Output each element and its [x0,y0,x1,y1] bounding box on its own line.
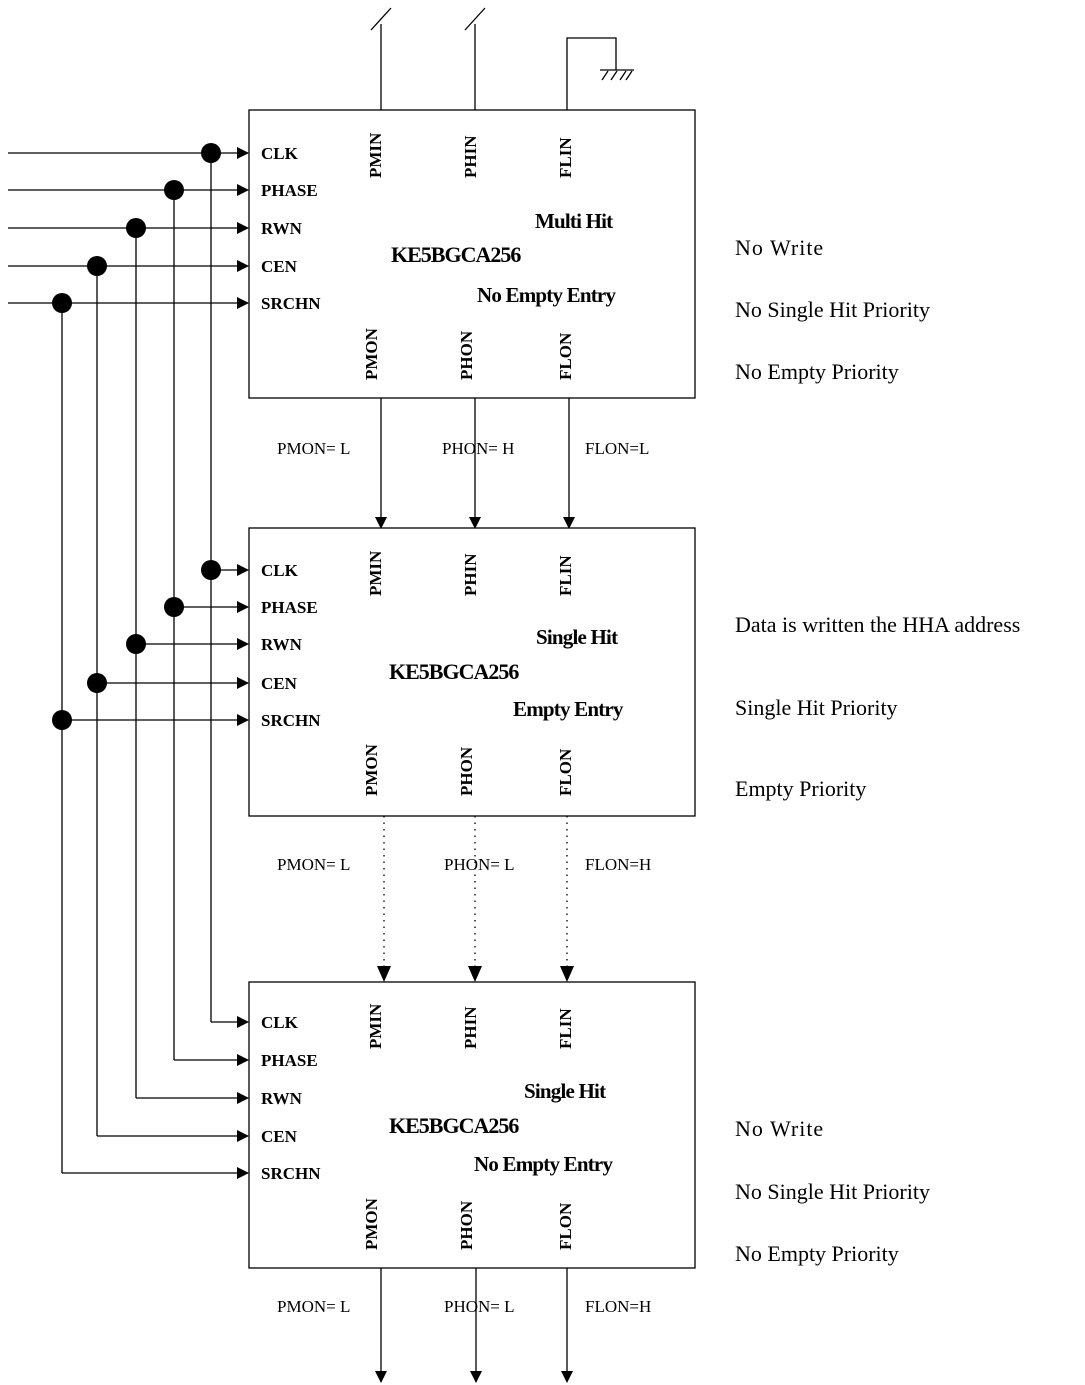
chip-3-box [248,981,696,1269]
signal-phon: PHON= L [444,855,515,874]
junction-dot [126,218,146,238]
junction-dot [52,710,72,730]
pin-pmon: PMON [362,743,381,796]
junction-dots [52,143,221,730]
note: No Write [735,235,824,260]
pin-pmin: PMIN [366,550,385,596]
note: No Empty Priority [735,1241,899,1266]
pin-rwn: RWN [261,219,303,238]
notes: No Write No Single Hit Priority No Empty… [735,235,1020,1266]
hit-status: Single Hit [524,1079,606,1103]
pin-rwn: RWN [261,635,303,654]
pin-phase: PHASE [261,598,318,617]
link-1-2: PMON= L PHON= H FLON=L [277,398,649,529]
pin-rwn: RWN [261,1089,303,1108]
note: No Empty Priority [735,359,899,384]
chip-name: KE5BGCA256 [389,659,519,684]
pin-phin: PHIN [461,553,480,596]
signal-pmon: PMON= L [277,855,350,874]
pin-clk: CLK [261,561,299,580]
pin-cen: CEN [261,257,298,276]
pin-srchn: SRCHN [261,294,321,313]
pin-clk: CLK [261,144,299,163]
pin-phon: PHON [457,1200,476,1250]
pin-pmon: PMON [362,1197,381,1250]
junction-dot [164,597,184,617]
top-inputs [370,7,634,110]
note: No Single Hit Priority [735,1179,930,1204]
pin-flon: FLON [556,332,575,380]
junction-dot [87,673,107,693]
outputs: PMON= L PHON= L FLON=H [277,1268,651,1383]
signal-pmon: PMON= L [277,439,350,458]
signal-flon: FLON=H [585,855,651,874]
chip-name: KE5BGCA256 [389,1113,519,1138]
pin-clk: CLK [261,1013,299,1032]
link-2-3: PMON= L PHON= L FLON=H [277,816,651,982]
pin-flon: FLON [556,748,575,796]
junction-dot [126,634,146,654]
junction-dot [201,560,221,580]
chip-2: CLK PHASE RWN CEN SRCHN PMIN PHIN FLIN P… [248,527,696,817]
note: No Single Hit Priority [735,297,930,322]
pin-pmin: PMIN [366,1003,385,1049]
chip-1: CLK PHASE RWN CEN SRCHN PMIN PHIN FLIN P… [248,109,696,399]
chip-3: CLK PHASE RWN CEN SRCHN PMIN PHIN FLIN P… [248,981,696,1269]
signal-phon: PHON= H [442,439,514,458]
chip-2-box [248,527,696,817]
junction-dot [87,256,107,276]
entry-status: No Empty Entry [477,283,616,307]
chip-1-box [248,109,696,399]
junction-dot [164,180,184,200]
pin-phin: PHIN [461,135,480,178]
chip-name: KE5BGCA256 [391,242,521,267]
note: Single Hit Priority [735,695,898,720]
pin-srchn: SRCHN [261,1164,321,1183]
pin-flon: FLON [556,1202,575,1250]
pin-srchn: SRCHN [261,711,321,730]
pin-cen: CEN [261,1127,298,1146]
junction-dot [201,143,221,163]
pin-phon: PHON [457,330,476,380]
entry-status: No Empty Entry [474,1152,613,1176]
signal-flon: FLON=L [585,439,649,458]
pin-cen: CEN [261,674,298,693]
pin-pmon: PMON [362,327,381,380]
note: Data is written the HHA address [735,612,1020,637]
bus-wires [8,147,249,1179]
hit-status: Multi Hit [535,209,613,233]
pin-phase: PHASE [261,1051,318,1070]
hit-status: Single Hit [536,625,618,649]
pin-phon: PHON [457,746,476,796]
pin-flin: FLIN [556,1008,575,1049]
entry-status: Empty Entry [513,697,624,721]
note: No Write [735,1116,824,1141]
signal-flon: FLON=H [585,1297,651,1316]
pin-flin: FLIN [556,555,575,596]
signal-pmon: PMON= L [277,1297,350,1316]
junction-dot [52,293,72,313]
pin-phin: PHIN [461,1006,480,1049]
pin-phase: PHASE [261,181,318,200]
signal-phon: PHON= L [444,1297,515,1316]
pin-flin: FLIN [556,137,575,178]
pin-pmin: PMIN [366,132,385,178]
note: Empty Priority [735,776,866,801]
